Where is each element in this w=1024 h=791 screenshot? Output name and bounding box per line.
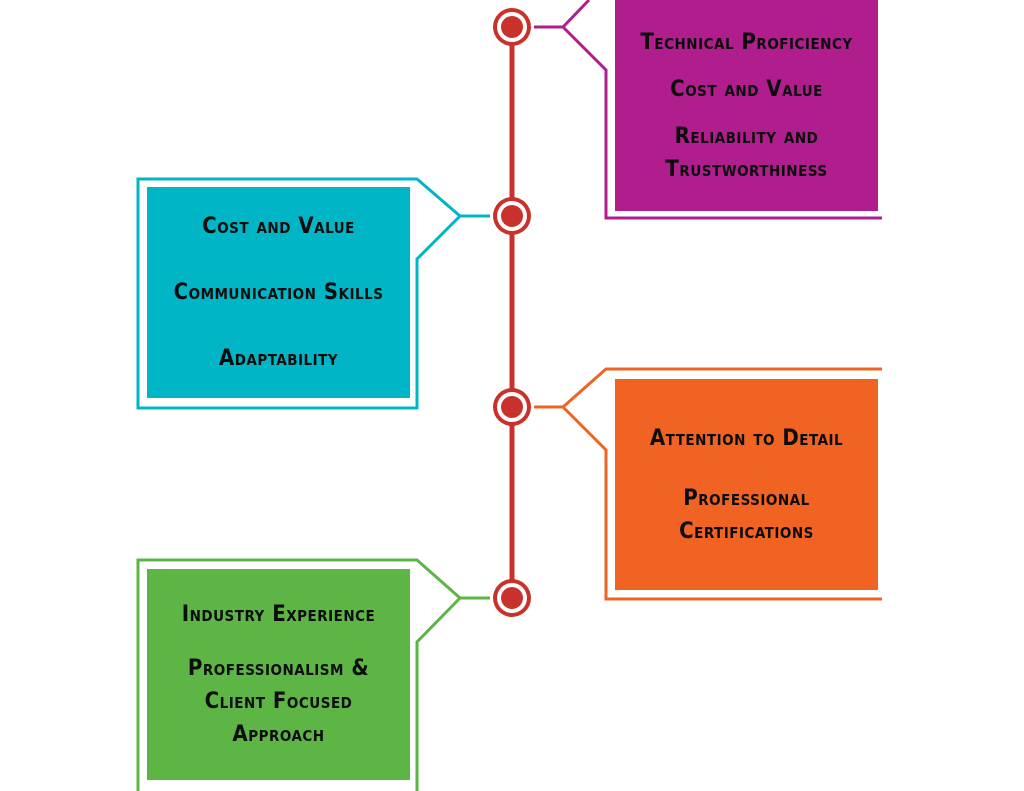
purple-item-3: Reliability and Trustworthiness: [665, 123, 828, 182]
orange-item-2: Professional Certifications: [679, 485, 814, 544]
orange-box-outline: [534, 367, 882, 601]
timeline-node-3: [493, 388, 531, 426]
teal-item-2: Communication Skills: [173, 280, 384, 305]
timeline-node-4: [493, 579, 531, 617]
purple-item-1: Technical Proficiency: [640, 29, 853, 55]
purple-criteria-box: Technical Proficiency Cost and Value Rel…: [615, 0, 878, 211]
orange-item-1: Attention to Detail: [649, 425, 844, 451]
teal-item-3: Adaptability: [218, 346, 339, 371]
green-criteria-box: Industry Experience Professionalism & Cl…: [147, 569, 410, 780]
orange-criteria-box: Attention to Detail Professional Certifi…: [615, 379, 878, 590]
purple-box-outline: [534, 0, 882, 220]
purple-item-2: Cost and Value: [670, 76, 823, 102]
timeline-node-1: [493, 8, 531, 46]
teal-box-outline: [136, 177, 490, 410]
timeline-node-2: [493, 197, 531, 235]
green-item-1: Industry Experience: [181, 602, 376, 627]
green-box-outline: [136, 558, 490, 791]
teal-item-1: Cost and Value: [202, 214, 355, 239]
green-item-2: Professionalism & Client Focused Approac…: [187, 656, 370, 747]
teal-criteria-box: Cost and Value Communication Skills Adap…: [147, 187, 410, 398]
